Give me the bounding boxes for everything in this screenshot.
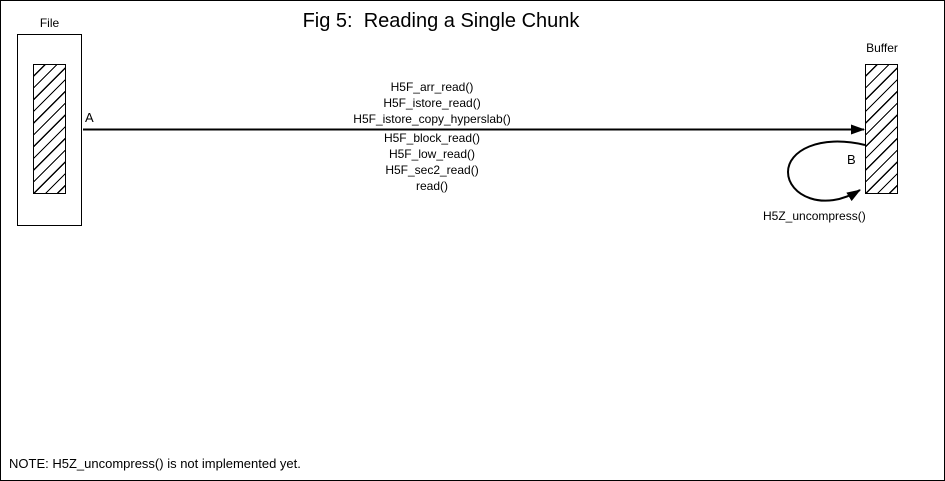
- call-line: H5F_block_read(): [383, 131, 481, 145]
- call-stack-above-arrow: H5F_arr_read() H5F_istore_read() H5F_ist…: [282, 79, 582, 127]
- arrow-a-label: A: [85, 110, 94, 125]
- call-line: H5F_arr_read(): [390, 80, 474, 94]
- file-chunk-hatched-rect: [33, 64, 66, 194]
- call-line: H5F_sec2_read(): [385, 163, 479, 177]
- call-stack-below-arrow: H5F_block_read() H5F_low_read() H5F_sec2…: [282, 130, 582, 194]
- call-line: H5F_low_read(): [388, 147, 476, 161]
- arrow-b-label: B: [847, 152, 856, 167]
- file-box: [17, 34, 82, 226]
- call-line: H5F_istore_copy_hyperslab(): [353, 112, 511, 126]
- uncompress-call-label: H5Z_uncompress(): [763, 209, 866, 223]
- footnote: NOTE: H5Z_uncompress() is not implemente…: [9, 456, 301, 471]
- call-line: read(): [415, 179, 448, 193]
- buffer-hatched-rect: [865, 64, 898, 194]
- arrow-b-loop: [786, 140, 866, 202]
- buffer-label: Buffer: [866, 41, 898, 55]
- call-line: H5F_istore_read(): [383, 96, 481, 110]
- figure-title: Fig 5: Reading a Single Chunk: [302, 10, 580, 32]
- file-label: File: [39, 16, 60, 30]
